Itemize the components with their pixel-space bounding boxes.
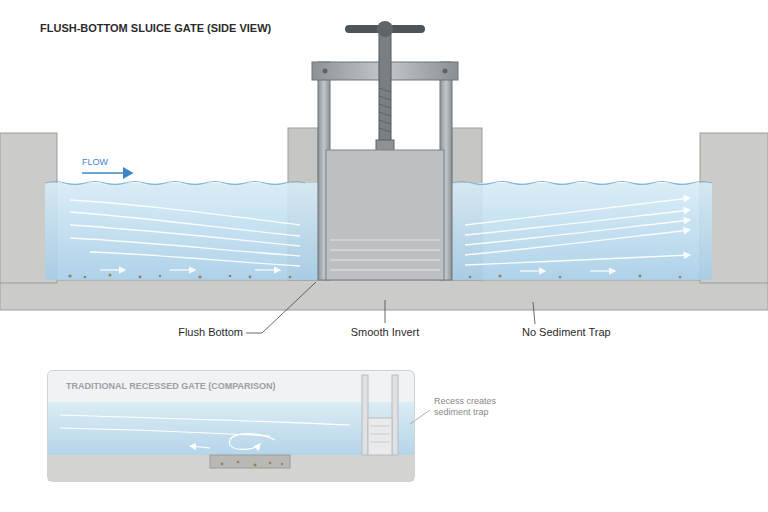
callout-label: Flush Bottom [178, 326, 243, 338]
flow-label: FLOW [82, 157, 108, 167]
callout-label: Smooth Invert [351, 326, 419, 338]
diagram-title: FLUSH-BOTTOM SLUICE GATE (SIDE VIEW) [40, 22, 271, 34]
note-label: Recess creates sediment trap [434, 396, 530, 419]
comparison-panel: TRADITIONAL RECESSED GATE (COMPARISON) [47, 370, 415, 482]
callout-label: No Sediment Trap [522, 326, 611, 338]
panel-heading: TRADITIONAL RECESSED GATE (COMPARISON) [66, 381, 414, 391]
